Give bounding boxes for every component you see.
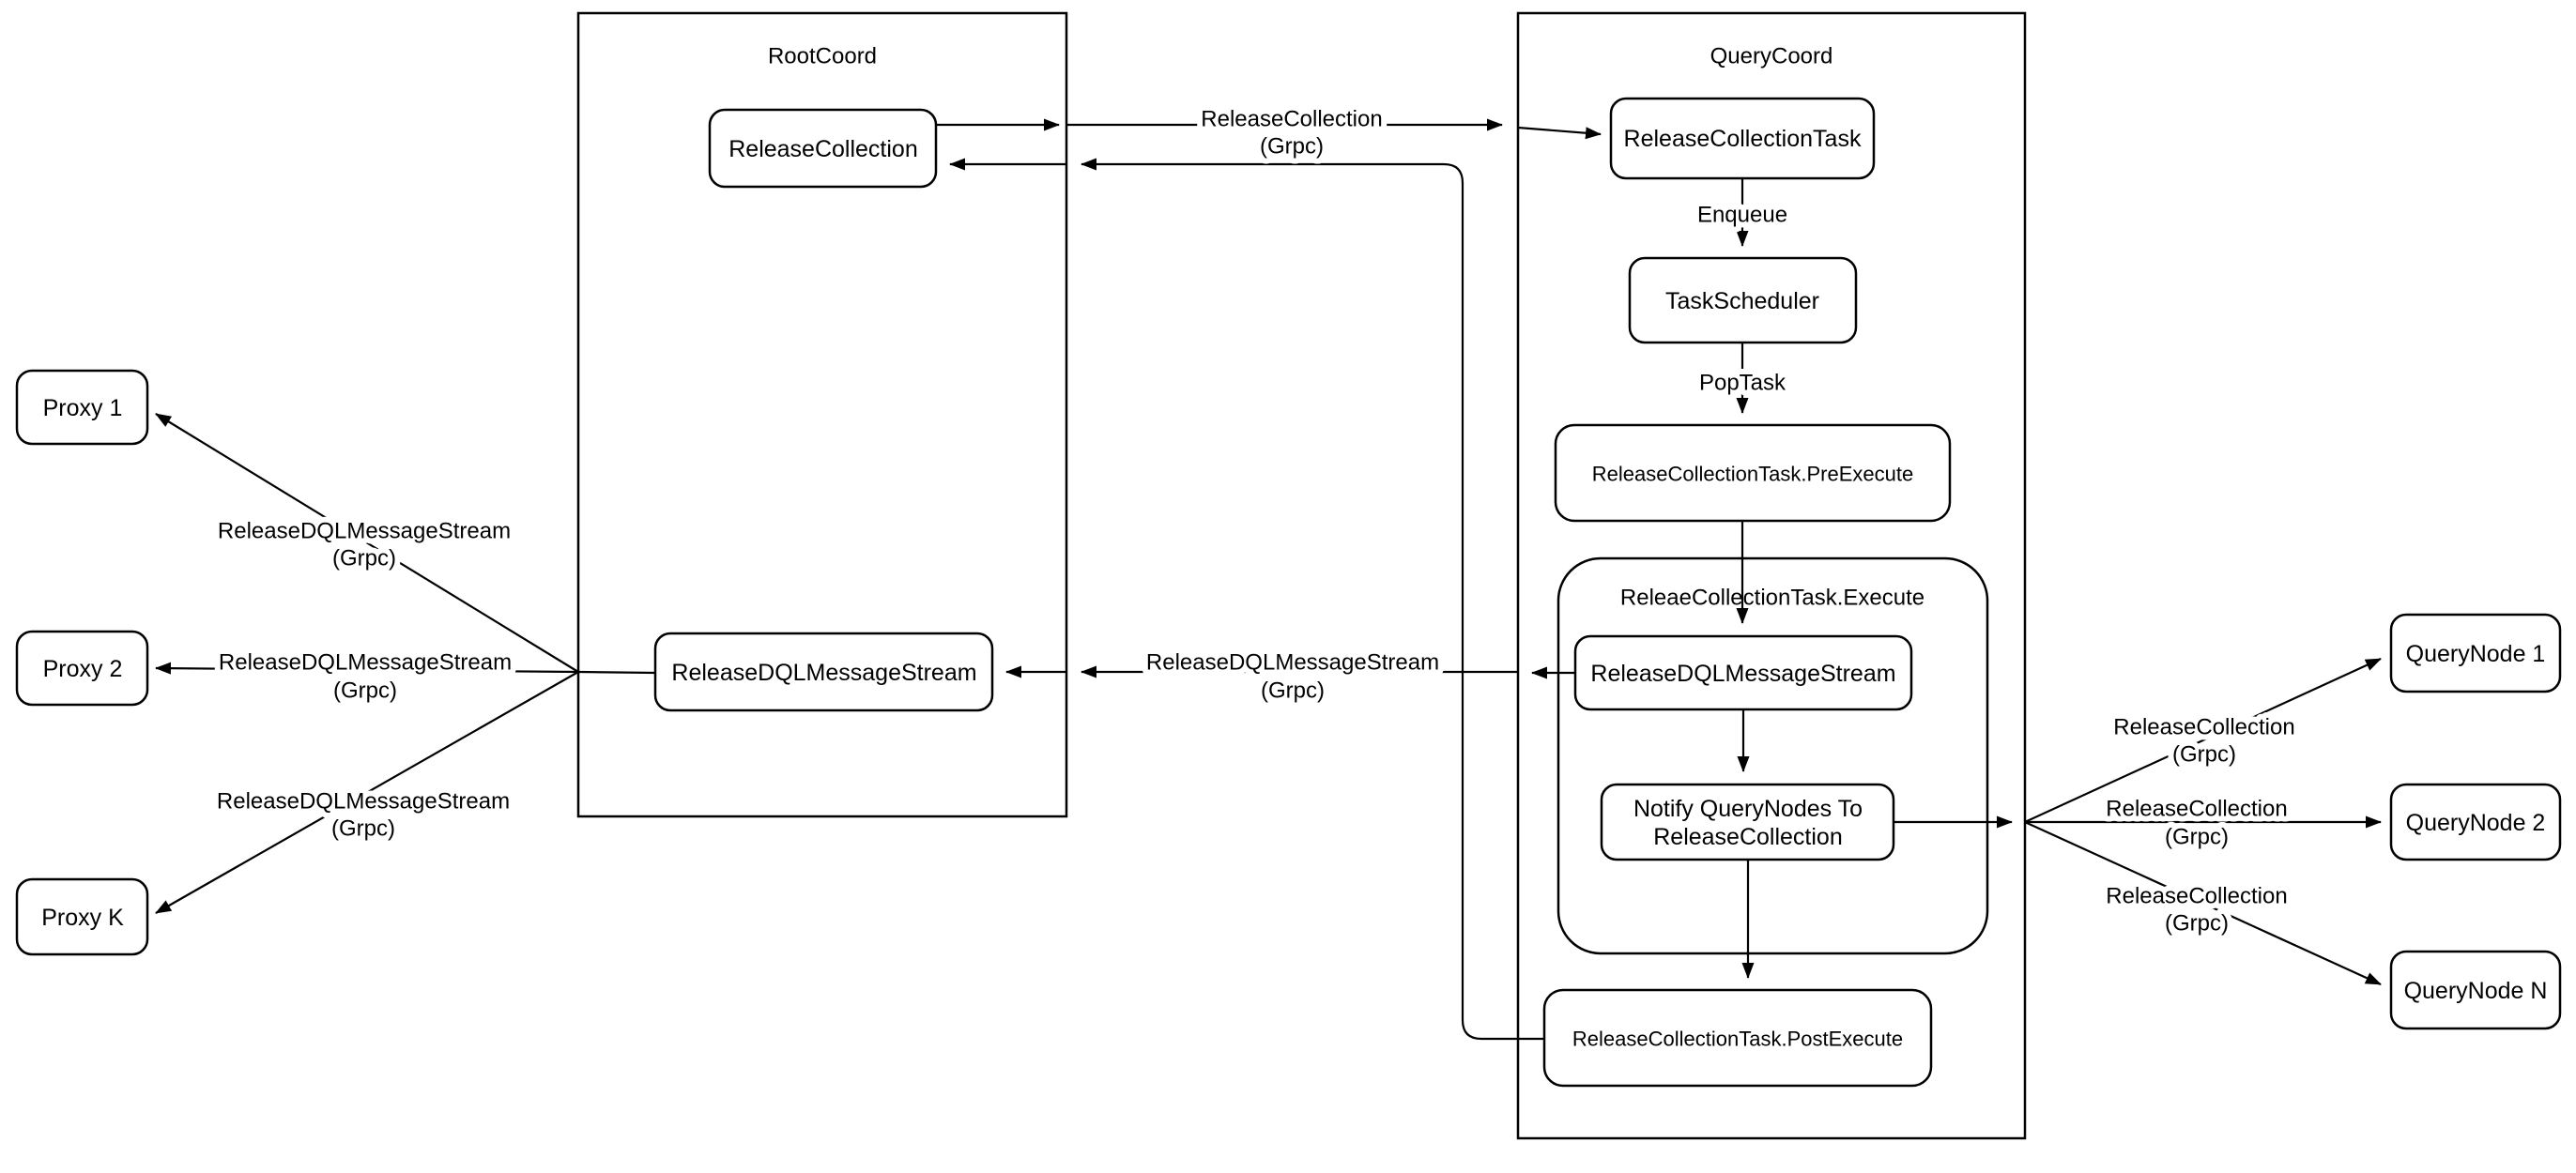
querycoord-title: QueryCoord (1710, 44, 1833, 69)
query-node-1-box (2389, 613, 2562, 693)
task-scheduler-label: TaskScheduler (1665, 288, 1819, 314)
release-collection-node: ReleaseCollection (708, 108, 938, 189)
querycoord-border (1516, 11, 2027, 1140)
exec-dql-stream-node: ReleaseDQLMessageStream (1573, 634, 1913, 711)
query-node-n-node: QueryNode N (2389, 950, 2562, 1030)
query-node-1-label: QueryNode 1 (2406, 641, 2546, 667)
query-node-2-node: QueryNode 2 (2389, 783, 2562, 861)
edge-labels: ReleaseCollection (Grpc) Enqueue PopTask… (211, 101, 2301, 942)
pre-execute-box (1554, 423, 1952, 523)
query-node-2-label: QueryNode 2 (2406, 810, 2546, 836)
execute-group-container: ReleaeCollectionTask.Execute (1556, 556, 1989, 955)
edge-to-proxy1 (155, 413, 579, 673)
proxy-2-box (15, 630, 149, 707)
query-node-n-label: QueryNode N (2404, 978, 2548, 1004)
notify-querynodes-node: Notify QueryNodes To ReleaseCollection (1600, 783, 1895, 861)
label-dql-grpc-proxyk-line1: ReleaseDQLMessageStream (217, 789, 510, 815)
post-execute-label: ReleaseCollectionTask.PostExecute (1572, 1028, 1903, 1051)
label-rc-grpc-qn1-line2: (Grpc) (2172, 742, 2236, 768)
query-node-n-box (2389, 950, 2562, 1030)
edge-rootdql-to-border (577, 670, 656, 675)
execute-group-title: ReleaeCollectionTask.Execute (1620, 586, 1924, 611)
query-node-2-box (2389, 783, 2562, 861)
edge-postexecute-feedback (1081, 158, 1544, 1041)
label-dql-grpc-proxy2-line1: ReleaseDQLMessageStream (219, 650, 512, 676)
rootcoord-border (576, 11, 1068, 818)
notify-querynodes-label-line1: Notify QueryNodes To (1633, 796, 1863, 822)
label-dql-grpc-proxy1-line2: (Grpc) (332, 546, 396, 571)
edges (155, 118, 2382, 1041)
post-execute-box (1542, 988, 1933, 1088)
proxy-k-box (15, 877, 149, 956)
edge-to-querynode1 (2024, 658, 2382, 823)
post-execute-node: ReleaseCollectionTask.PostExecute (1542, 988, 1933, 1088)
root-dql-stream-box (653, 632, 994, 712)
query-node-1-node: QueryNode 1 (2389, 613, 2562, 693)
root-dql-stream-label: ReleaseDQLMessageStream (671, 660, 976, 686)
label-rc-grpc-top-line1: ReleaseCollection (1201, 107, 1382, 132)
task-scheduler-node: TaskScheduler (1628, 256, 1858, 344)
edge-to-proxy2 (155, 662, 579, 675)
label-dql-grpc-mid-line1: ReleaseDQLMessageStream (1146, 650, 1439, 676)
label-rc-grpc-qn2-line2: (Grpc) (2165, 825, 2229, 850)
notify-querynodes-box (1600, 783, 1895, 861)
label-rc-grpc-top-line2: (Grpc) (1260, 134, 1324, 160)
exec-dql-stream-box (1573, 634, 1913, 711)
execute-group-border (1556, 556, 1989, 955)
release-collection-task-label: ReleaseCollectionTask (1624, 126, 1862, 152)
label-rc-grpc-qnn-line1: ReleaseCollection (2106, 884, 2287, 909)
querycoord-container: QueryCoord (1516, 11, 2027, 1140)
proxy-1-box (15, 369, 149, 446)
label-dql-grpc-mid-line2: (Grpc) (1261, 678, 1325, 704)
notify-querynodes-label-line2: ReleaseCollection (1653, 824, 1843, 850)
task-scheduler-box (1628, 256, 1858, 344)
label-dql-grpc-proxy2-line2: (Grpc) (333, 678, 397, 704)
rootcoord-title: RootCoord (768, 44, 877, 69)
label-dql-grpc-proxyk-line2: (Grpc) (331, 816, 395, 842)
label-dql-grpc-proxy1-line1: ReleaseDQLMessageStream (218, 519, 511, 544)
label-rc-grpc-qnn-line2: (Grpc) (2165, 911, 2229, 937)
rootcoord-container: RootCoord (576, 11, 1068, 818)
edge-to-querynoden (2024, 820, 2382, 986)
nodes: Proxy 1 Proxy 2 Proxy K ReleaseCollectio… (15, 97, 2562, 1088)
label-enqueue: Enqueue (1697, 203, 1787, 228)
pre-execute-node: ReleaseCollectionTask.PreExecute (1554, 423, 1952, 523)
proxy-1-label: Proxy 1 (43, 395, 123, 421)
release-collection-task-box (1609, 97, 1876, 180)
exec-dql-stream-label: ReleaseDQLMessageStream (1590, 661, 1895, 687)
proxy-2-node: Proxy 2 (15, 630, 149, 707)
label-rc-grpc-qn2-line1: ReleaseCollection (2106, 797, 2287, 822)
label-poptask: PopTask (1699, 371, 1786, 396)
proxy-1-node: Proxy 1 (15, 369, 149, 446)
edge-to-proxyk (155, 671, 579, 914)
pre-execute-label: ReleaseCollectionTask.PreExecute (1592, 463, 1913, 486)
label-rc-grpc-qn1-line1: ReleaseCollection (2113, 715, 2294, 740)
proxy-k-label: Proxy K (41, 905, 124, 931)
release-collection-box (708, 108, 938, 189)
release-collection-label: ReleaseCollection (728, 136, 918, 162)
edge-into-releasecollectiontask (1517, 126, 1602, 140)
proxy-2-label: Proxy 2 (43, 656, 123, 682)
release-collection-task-node: ReleaseCollectionTask (1609, 97, 1876, 180)
root-dql-stream-node: ReleaseDQLMessageStream (653, 632, 994, 712)
proxy-k-node: Proxy K (15, 877, 149, 956)
